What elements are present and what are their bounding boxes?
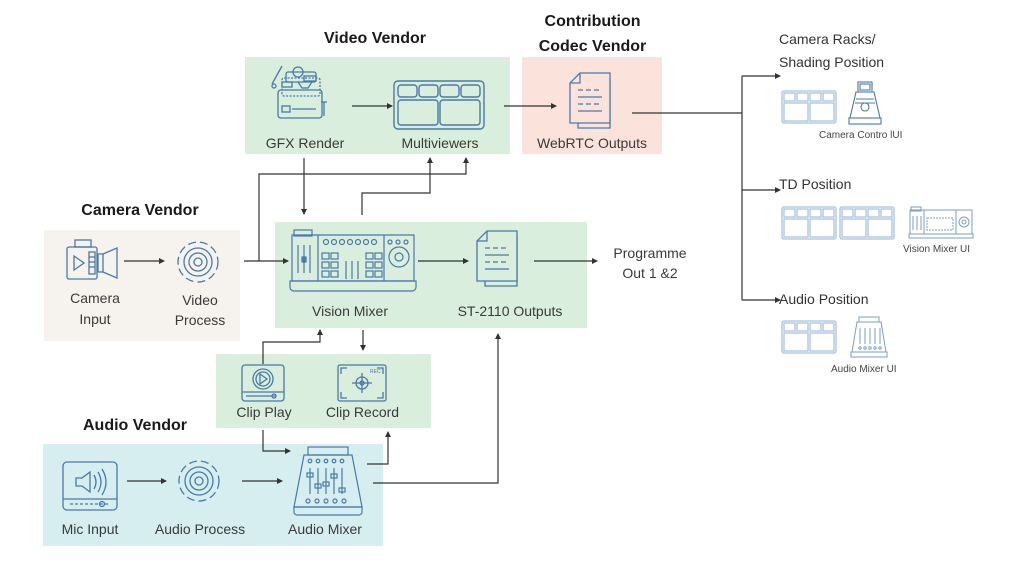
- audio-position-multiviewer-icon: [781, 320, 837, 354]
- codec-vendor-heading-line1: Contribution: [544, 13, 641, 30]
- video-process-gear-icon: [172, 236, 224, 288]
- audio-mixer-label: Audio Mixer: [288, 521, 362, 537]
- td-position-label: TD Position: [779, 176, 852, 192]
- multiviewer-icon: [393, 80, 485, 130]
- audio-mixer-ui-icon: [849, 316, 889, 358]
- wire-camera-to-multiviewers: [258, 157, 469, 261]
- td-multiviewer-icon-1: [781, 206, 837, 240]
- clip-panel: [216, 354, 431, 428]
- wire-clip-play-to-audio-mixer: [262, 430, 291, 454]
- vision-mixer-label: Vision Mixer: [312, 303, 388, 319]
- st2110-document-icon: [475, 230, 523, 288]
- programme-out-label-2: Out 1 &2: [622, 265, 678, 281]
- st2110-outputs-label: ST-2110 Outputs: [457, 303, 563, 319]
- wire-audio-mixer-to-clip-record: [367, 431, 391, 465]
- camera-input-label-2: Input: [79, 311, 111, 327]
- td-multiviewer-icon-2: [839, 206, 895, 240]
- wire-audio-mixer-to-st2110: [373, 333, 501, 484]
- camera-control-panel-icon: [848, 81, 882, 125]
- play-clip-icon: [241, 364, 285, 402]
- webrtc-document-icon: [568, 72, 616, 130]
- audio-process-gear-icon: [173, 455, 225, 507]
- speaker-icon: [62, 461, 118, 511]
- wire-vision-mixer-to-multiviewers: [361, 157, 433, 215]
- camera-racks-label-2: Shading Position: [779, 54, 885, 70]
- vision-mixer-console-icon: [288, 227, 418, 293]
- camera-racks-multiviewer-icon: [781, 90, 837, 124]
- audio-vendor-heading: Audio Vendor: [83, 417, 187, 434]
- webrtc-outputs-label: WebRTC Outputs: [537, 135, 647, 151]
- video-vendor-heading: Video Vendor: [324, 30, 426, 47]
- gfx-render-label: GFX Render: [265, 135, 345, 151]
- programme-out-label-1: Programme: [613, 245, 687, 261]
- video-process-label-1: Video: [182, 292, 218, 308]
- vision-mixer-ui-icon: [908, 206, 974, 240]
- record-target-icon: REC: [337, 364, 387, 402]
- vision-mixer-ui-label: Vision Mixer UI: [903, 244, 971, 255]
- clip-record-label: Clip Record: [325, 404, 400, 420]
- multiviewers-label: Multiviewers: [401, 135, 479, 151]
- audio-process-label: Audio Process: [154, 521, 246, 537]
- mic-input-label: Mic Input: [61, 521, 119, 537]
- rec-badge: REC: [370, 369, 381, 375]
- audio-mixer-ui-label: Audio Mixer UI: [831, 364, 897, 375]
- camera-vendor-panel: [44, 230, 240, 341]
- audio-position-label: Audio Position: [779, 291, 869, 307]
- camera-control-ui-label: Camera Contro lUI: [819, 130, 903, 141]
- video-camera-icon: [65, 238, 121, 284]
- camera-vendor-heading: Camera Vendor: [81, 202, 199, 219]
- audio-mixer-console-icon: [290, 446, 366, 516]
- gfx-render-icon: [268, 62, 336, 124]
- codec-vendor-heading-line2: Codec Vendor: [538, 38, 647, 55]
- wire-clip-play-to-vision-mixer: [262, 329, 323, 364]
- clip-play-label: Clip Play: [236, 404, 292, 420]
- camera-input-label-1: Camera: [70, 290, 120, 306]
- camera-racks-label-1: Camera Racks/: [779, 31, 876, 47]
- video-process-label-2: Process: [174, 312, 226, 328]
